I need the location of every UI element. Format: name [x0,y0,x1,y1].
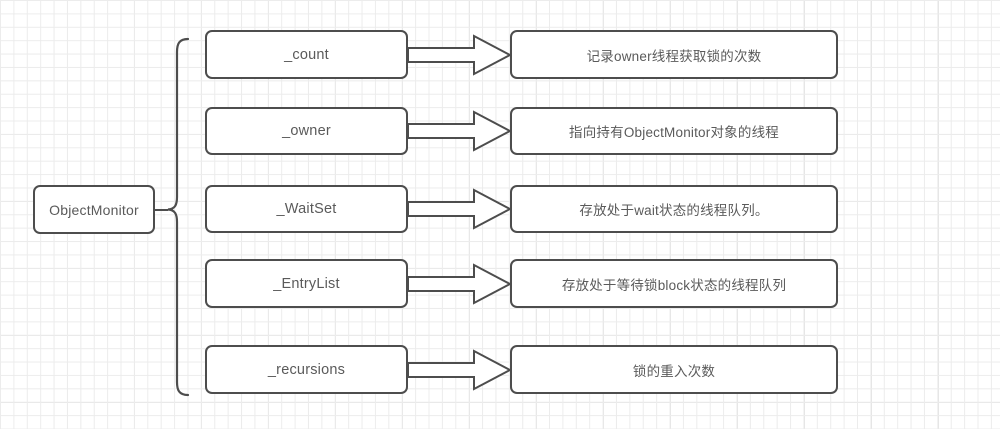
node-field-recursions-label: _recursions [267,361,346,378]
block-arrow-right-icon-3 [407,188,513,230]
node-object-monitor[interactable]: ObjectMonitor [33,185,155,234]
node-field-waitset-label: _WaitSet [276,201,337,217]
node-field-count[interactable]: _count [205,30,408,79]
node-field-owner[interactable]: _owner [205,107,408,155]
node-field-owner-label: _owner [282,123,331,139]
node-desc-owner-label: 指向持有ObjectMonitor对象的线程 [569,125,779,140]
node-object-monitor-label: ObjectMonitor [49,201,139,218]
block-arrow-right-icon-1 [407,33,513,76]
node-desc-entrylist-label: 存放处于等待锁block状态的线程队列 [561,277,787,293]
node-desc-recursions[interactable]: 锁的重入次数 [510,345,838,394]
node-desc-waitset[interactable]: 存放处于wait状态的线程队列。 [510,185,838,233]
node-field-count-label: _count [284,46,329,63]
node-desc-entrylist[interactable]: 存放处于等待锁block状态的线程队列 [510,259,838,308]
root-to-brace-connector [155,208,168,211]
node-desc-waitset-label: 存放处于wait状态的线程队列。 [579,203,769,218]
node-desc-count-label: 记录owner线程获取锁的次数 [586,48,762,64]
node-desc-count[interactable]: 记录owner线程获取锁的次数 [510,30,838,79]
node-field-recursions[interactable]: _recursions [205,345,408,394]
block-arrow-right-icon-4 [407,262,513,305]
node-field-entrylist[interactable]: _EntryList [205,259,408,308]
block-arrow-right-icon-5 [407,348,513,391]
left-curly-brace-icon [167,37,190,397]
block-arrow-right-icon-2 [407,110,513,152]
node-field-waitset[interactable]: _WaitSet [205,185,408,233]
node-desc-owner[interactable]: 指向持有ObjectMonitor对象的线程 [510,107,838,155]
node-field-entrylist-label: _EntryList [273,275,340,292]
node-desc-recursions-label: 锁的重入次数 [632,363,716,379]
